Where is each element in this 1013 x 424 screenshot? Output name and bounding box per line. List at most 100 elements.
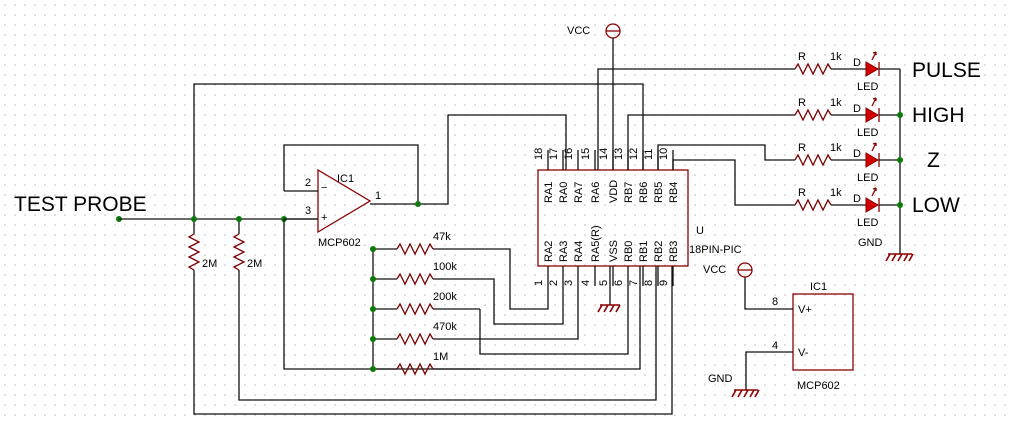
pic-pin-name: RB6 [638, 182, 650, 203]
led-icon [865, 197, 879, 213]
pic-pin-number: 18 [533, 148, 545, 160]
opamp-pin-noninv: 3 [305, 205, 311, 217]
junction-dot [897, 112, 903, 118]
probe-to-ra6-wire [193, 83, 644, 219]
pic-pin-name: RB2 [653, 241, 665, 262]
led-resistor-value: 1k [830, 187, 842, 199]
power-ic-vplus: V+ [798, 304, 812, 316]
opamp-pin-inv: 2 [305, 177, 311, 189]
led-resistor-value: 1k [830, 97, 842, 109]
ra6-to-pulse-wire [597, 68, 795, 170]
pic-pin-name: RA0 [558, 182, 570, 203]
vcc-top-label: VCC [567, 25, 590, 37]
ladder-resistor-value: 470k [433, 321, 457, 333]
opamp-feedback-wire [283, 144, 419, 204]
pic-pin-name: RA2 [543, 241, 555, 262]
ladder-resistor: 47k [370, 231, 480, 256]
vcc-top: VCC [567, 23, 621, 170]
junction-dot [370, 276, 376, 282]
input-resistor-2-value: 2M [247, 258, 262, 270]
pic-pin-number: 2 [548, 280, 560, 286]
high-label: HIGH [912, 104, 965, 127]
z-label: Z [927, 149, 940, 172]
opamp-minus-sign: − [321, 182, 327, 194]
pic-pin-name: RA3 [558, 241, 570, 262]
ladder-resistor: 200k [370, 291, 480, 316]
pic-pin-number: 17 [548, 148, 560, 160]
power-ic-part: MCP602 [797, 380, 840, 392]
pic-pin-number: 16 [563, 148, 575, 160]
low-label: LOW [912, 194, 960, 217]
led-resistor-ref: R [798, 51, 806, 63]
pic-pin-number: 5 [598, 280, 610, 286]
gnd-bottom-label: GND [708, 373, 733, 385]
ladder-resistor-value: 100k [433, 261, 457, 273]
ladder-resistor-value: 200k [433, 291, 457, 303]
pic-pin-number: 1 [533, 280, 545, 286]
pulse-label: PULSE [912, 59, 981, 82]
led-resistor-value: 1k [830, 142, 842, 154]
opamp-out-to-ra0-wire [370, 114, 567, 205]
opamp-ic1: IC1 MCP602 − + 2 3 1 [305, 168, 381, 249]
pic-pin-name: RA5(R) [590, 225, 602, 262]
pic-pin-number: 7 [628, 280, 640, 286]
opamp-part: MCP602 [318, 237, 361, 249]
pic-pin-name: VSS [608, 240, 620, 262]
junction-dot [370, 306, 376, 312]
pic-pin-number: 10 [658, 148, 670, 160]
junction-dot [897, 202, 903, 208]
resistor-ladder: 47k 100k 200k 470k 1M [370, 231, 629, 376]
pic-pin-number: 11 [643, 149, 655, 160]
led-icon [865, 152, 879, 168]
power-ic1: IC1 MCP602 V+ V- 8 4 VCC GND [703, 262, 854, 398]
power-ic-vminus: V- [798, 347, 809, 359]
pic-pin-number: 14 [598, 148, 610, 160]
led-diode-ref: D [853, 103, 861, 115]
junction-dot [370, 366, 376, 372]
input-resistor-1: 2M [187, 219, 673, 415]
ladder-resistor-value: 47k [433, 231, 451, 243]
pic-pin-name: RB0 [623, 241, 635, 262]
led-icon [865, 107, 879, 123]
pic-pin-number: 15 [580, 148, 592, 160]
power-ic-pin8: 8 [772, 296, 778, 308]
pic-pin-name: RB1 [638, 241, 650, 262]
test-probe-label: TEST PROBE [14, 193, 147, 216]
led-label: LED [857, 172, 878, 184]
pic-pin-name: RB3 [668, 241, 680, 262]
rb4-to-low-wire [672, 159, 795, 206]
pic-ref: U [696, 225, 704, 237]
opamp-pin-out: 1 [375, 190, 381, 202]
led-icon [865, 61, 879, 77]
ladder-resistor: 470k [370, 321, 480, 346]
opamp-name: IC1 [337, 173, 354, 185]
junction-dot [370, 336, 376, 342]
ladder-resistor: 1M [370, 351, 480, 376]
pic-pin-name: RA1 [543, 182, 555, 203]
pic-pin-name: VDD [608, 180, 620, 203]
power-ic-pin4: 4 [772, 340, 778, 352]
pic-pin-number: 12 [628, 148, 640, 160]
pic-pin-number: 8 [643, 280, 655, 286]
gnd-right-label: GND [858, 237, 883, 249]
pic-pin-name: RA6 [590, 182, 602, 203]
pic-pin-number: 3 [563, 280, 575, 286]
pic-top-pins: 18RA117RA016RA715RA614VDD13RB712RB611RB5… [533, 148, 680, 203]
pic-pin-number: 13 [613, 148, 625, 160]
pic-pin-name: RB5 [653, 182, 665, 203]
led-label: LED [857, 127, 878, 139]
junction-dot [236, 216, 242, 222]
vcc-mid-label: VCC [703, 264, 726, 276]
junction-dot [415, 201, 421, 207]
junction-dot [370, 246, 376, 252]
pic-part: 18PIN-PIC [689, 244, 742, 256]
input-resistor-2: 2M [232, 219, 657, 401]
input-resistor-1-value: 2M [202, 258, 217, 270]
led-resistor-value: 1k [830, 51, 842, 63]
